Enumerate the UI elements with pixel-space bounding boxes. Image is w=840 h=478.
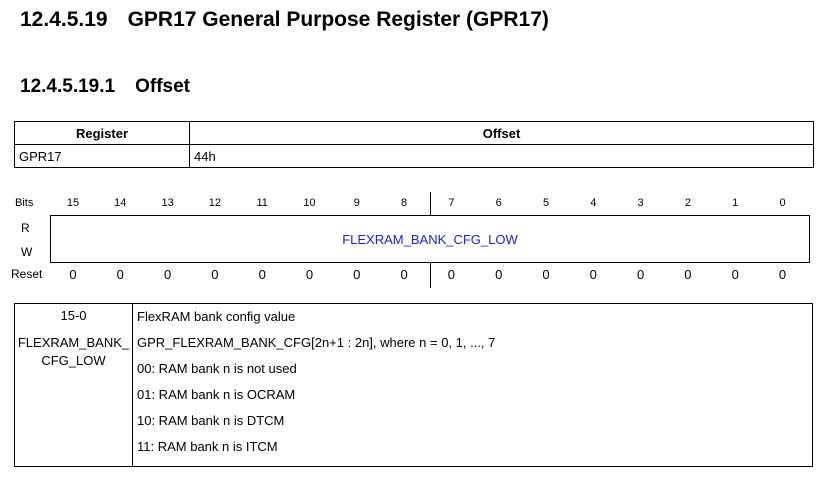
description-line: 11: RAM bank n is ITCM [137,439,278,454]
bit-number: 13 [161,197,174,209]
reset-value: 0 [353,267,361,282]
read-label: R [21,221,30,235]
reset-value: 0 [589,267,597,282]
bits-label: Bits [15,197,34,209]
bit-number: 8 [401,197,408,209]
reset-value: 0 [731,267,739,282]
subsection-number: 12.4.5.19.1 [20,76,116,97]
offset-value-cell: 44h [189,144,814,168]
bit-number: 14 [114,197,127,209]
reset-value: 0 [211,267,219,282]
register-header: Register [14,121,190,145]
field-name: FLEXRAM_BANK_CFG_LOW [17,335,130,368]
description-line: FlexRAM bank config value [137,309,296,324]
reset-value: 0 [69,267,77,282]
subsection-heading: 12.4.5.19.1 Offset [20,76,190,98]
reset-value: 0 [116,267,124,282]
bit-number: 5 [542,197,550,209]
bit-number: 0 [779,197,786,209]
offset-table: Register Offset GPR17 44h [14,121,814,168]
field-bits: 15-0 [60,308,87,323]
field-id-cell: 15-0 FLEXRAM_BANK_CFG_LOW [14,303,133,467]
reset-value: 0 [163,267,172,282]
offset-table-header-row: Register Offset [14,121,814,145]
section-number: 12.4.5.19 [20,8,108,31]
description-line: GPR_FLEXRAM_BANK_CFG[2n+1 : 2n], where n… [137,335,496,350]
reset-value: 0 [400,267,408,282]
description-line: 00: RAM bank n is not used [137,361,297,376]
field-description-row: 15-0 FLEXRAM_BANK_CFG_LOW FlexRAM bank c… [14,303,813,467]
reset-value: 0 [636,267,645,282]
bit-number: 10 [303,197,316,209]
bit-number: 9 [353,197,360,209]
byte-separator-top [430,192,431,215]
bit-number: 4 [590,197,597,209]
reset-label: Reset [11,267,43,281]
bit-number: 12 [208,197,222,209]
bit-number: 3 [637,197,644,209]
reset-value: 0 [684,267,692,282]
offset-table-row: GPR17 44h [14,144,814,168]
bit-number: 7 [448,197,455,209]
bit-number: 6 [495,197,502,209]
reset-value: 0 [305,267,314,282]
bit-number: 11 [256,197,268,209]
field-name-label: FLEXRAM_BANK_CFG_LOW [342,232,518,247]
description-line: 01: RAM bank n is OCRAM [137,387,296,402]
field-description-cell: FlexRAM bank config value GPR_FLEXRAM_BA… [132,303,813,467]
section-heading: 12.4.5.19 GPR17 General Purpose Register … [20,8,549,32]
reset-value: 0 [542,267,550,282]
register-name-cell: GPR17 [14,144,190,168]
offset-header: Offset [189,121,814,145]
bit-number: 2 [684,197,691,209]
description-line: 10: RAM bank n is DTCM [137,413,285,428]
reset-value: 0 [778,267,787,282]
reset-value: 0 [447,267,455,282]
field-description-table: 15-0 FLEXRAM_BANK_CFG_LOW FlexRAM bank c… [14,303,813,467]
bit-number: 1 [732,197,739,209]
register-field-box: FLEXRAM_BANK_CFG_LOW [50,215,810,263]
write-label: W [21,245,33,259]
reset-value: 0 [258,267,266,282]
subsection-title: Offset [135,76,190,97]
bit-number: 15 [66,197,80,209]
reset-value: 0 [495,267,503,282]
section-title: GPR17 General Purpose Register (GPR17) [127,8,549,31]
byte-separator-bottom [430,263,431,288]
